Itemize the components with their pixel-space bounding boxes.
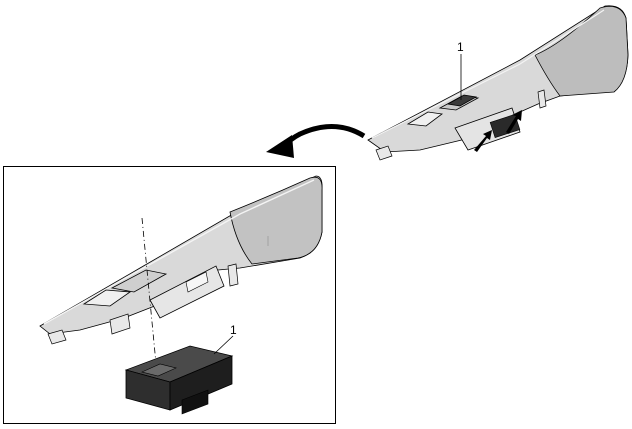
detail-alignment-line xyxy=(141,217,158,375)
overview-clip-left xyxy=(375,145,393,161)
detail-armrest-endcap xyxy=(229,176,323,265)
detail-switch-module-front xyxy=(169,355,233,411)
detail-clip-right xyxy=(227,263,239,287)
detail-switch-recess xyxy=(110,269,168,293)
detail-view-arrow xyxy=(266,123,366,158)
overview-armrest-assembly: 1 xyxy=(367,5,629,161)
overview-clip-right xyxy=(537,89,547,109)
detail-armrest-top-edge xyxy=(43,179,315,325)
detail-view-arrow-head xyxy=(266,135,294,158)
detail-clip-left xyxy=(47,329,67,345)
overview-armrest-endcap xyxy=(534,5,629,97)
overview-armrest-top-edge xyxy=(371,9,605,139)
detail-clip-middle xyxy=(109,313,131,335)
overview-pull-handle xyxy=(406,111,444,127)
overview-callout-label: 1 xyxy=(457,40,464,54)
detail-pull-handle xyxy=(82,289,132,307)
overview-release-arrow-left xyxy=(474,130,492,152)
overview-connector-block xyxy=(489,113,521,139)
overview-release-arrow-right xyxy=(506,110,522,134)
detail-switch-button-cluster xyxy=(141,363,177,377)
detail-callout-leader xyxy=(213,335,234,355)
detail-callout-label: 1 xyxy=(230,323,237,337)
detail-armrest-assembly xyxy=(39,175,323,375)
detail-window-switch-module: 1 xyxy=(124,323,237,415)
detail-view-arrow-shaft xyxy=(282,123,366,148)
overview-switch-module xyxy=(446,94,478,107)
detail-bracket-tab xyxy=(185,271,209,293)
detail-switch-connector xyxy=(181,389,209,415)
